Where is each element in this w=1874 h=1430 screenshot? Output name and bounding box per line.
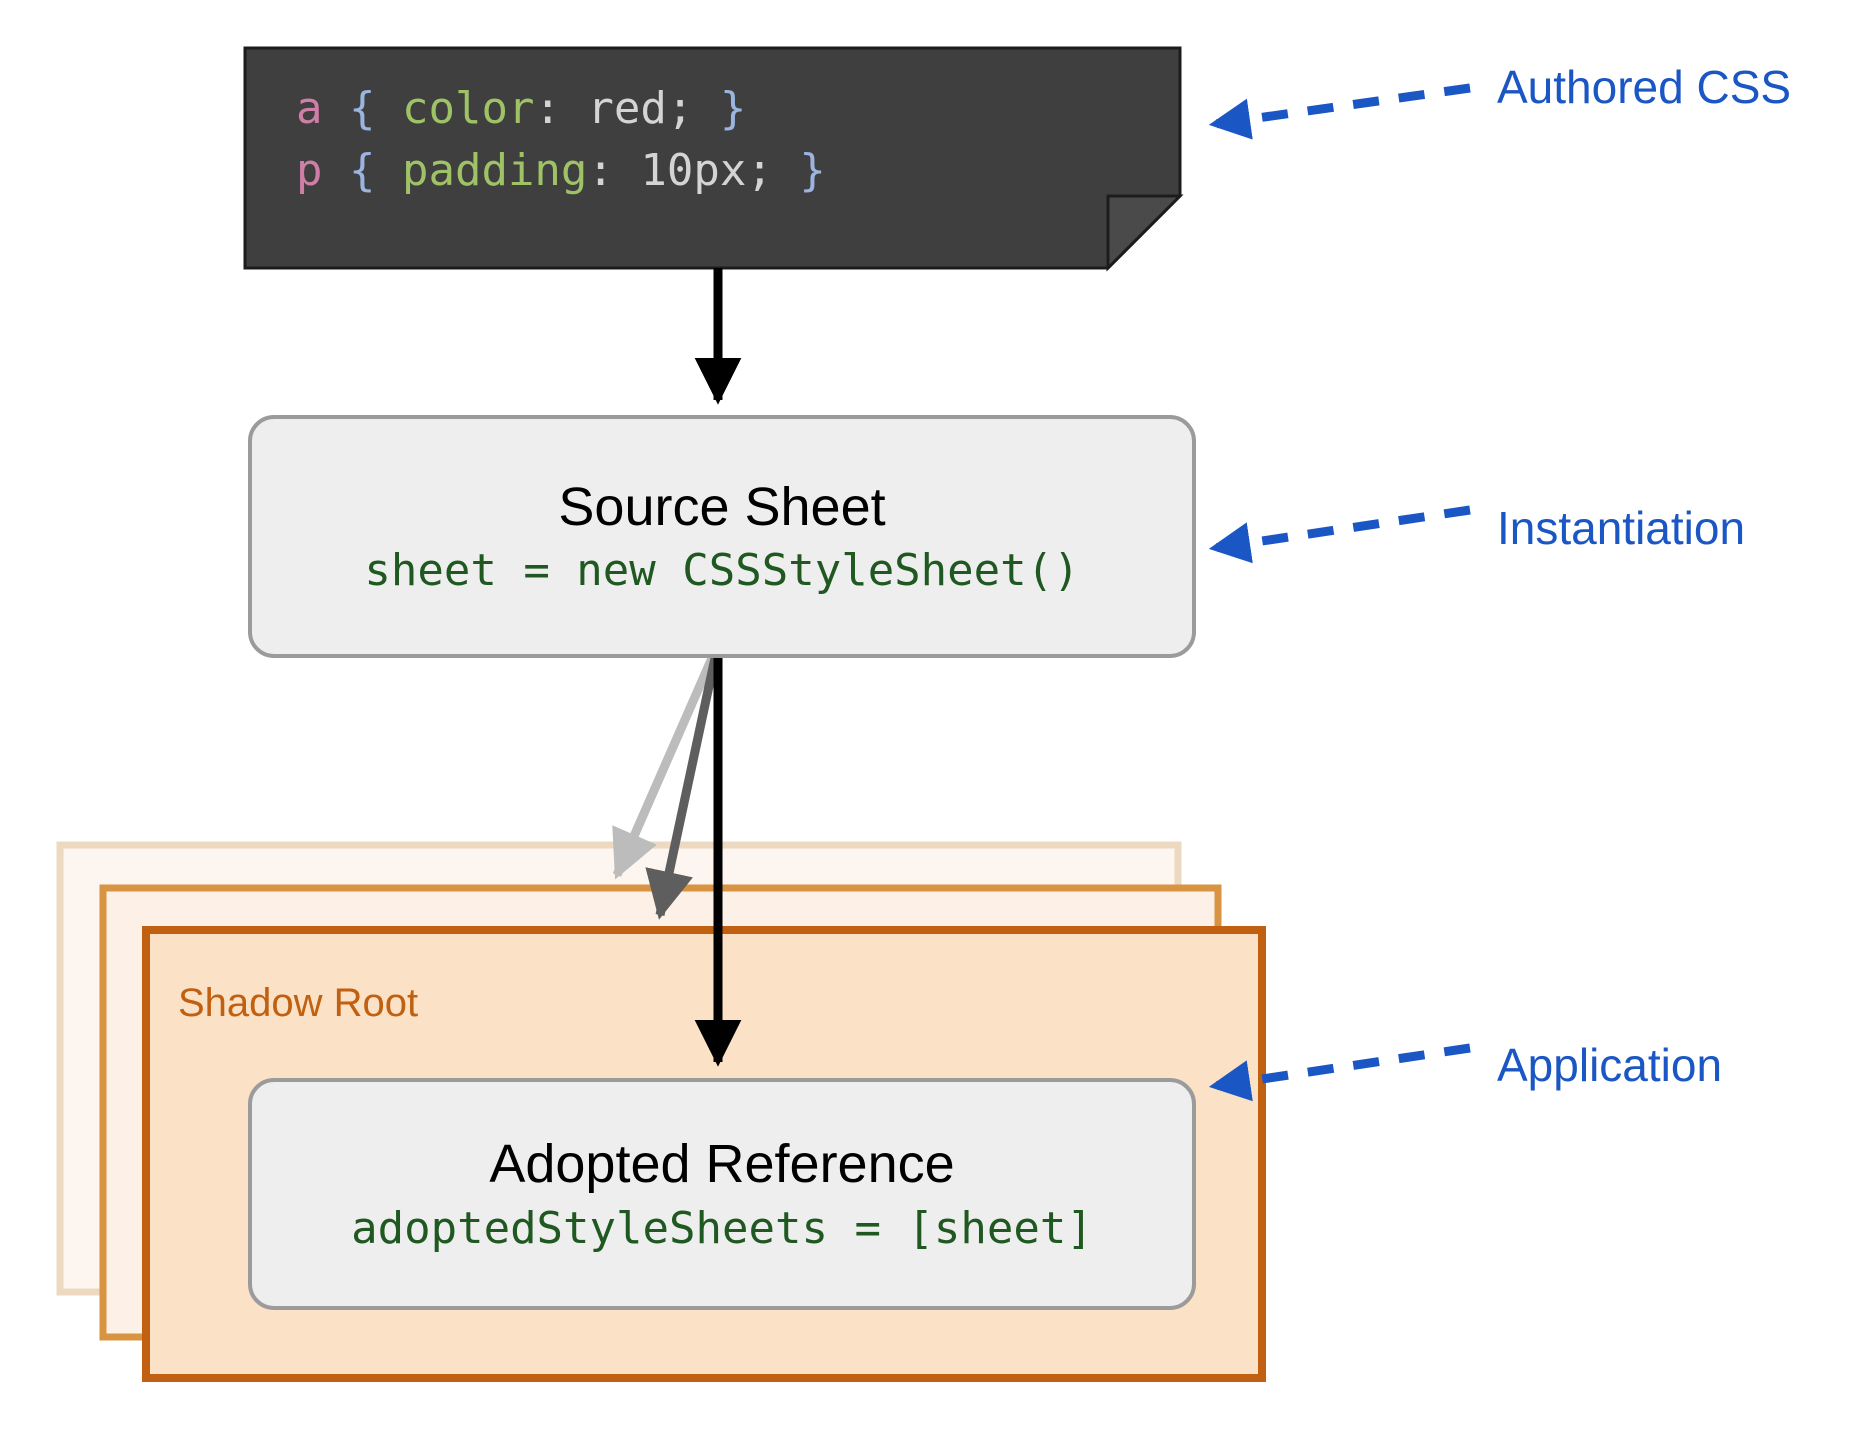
css-line-2: p { padding: 10px; } [296, 145, 826, 196]
css-selector: p [296, 145, 323, 196]
annotation-instantiation: Instantiation [1497, 502, 1746, 554]
source-sheet-node: Source Sheet sheet = new CSSStyleSheet() [248, 415, 1196, 658]
leader-instantiation [1208, 505, 1471, 564]
css-value: red; [587, 83, 694, 134]
css-close-brace: } [772, 145, 826, 196]
css-value: 10px; [640, 145, 773, 196]
annotation-authored-css: Authored CSS [1497, 61, 1792, 113]
adopted-reference-title: Adopted Reference [489, 1134, 955, 1195]
arrow-source-to-layer-back [612, 656, 717, 880]
adopted-reference-code: adoptedStyleSheets = [sheet] [351, 1202, 1093, 1254]
css-colon: : [534, 83, 588, 134]
css-open-brace: { [322, 145, 402, 196]
css-line-1: a { color: red; } [296, 83, 746, 134]
shadow-root-label: Shadow Root [178, 981, 419, 1025]
annotation-application: Application [1497, 1039, 1723, 1091]
css-open-brace: { [322, 83, 402, 134]
css-colon: : [587, 145, 641, 196]
authored-css-code-block [243, 46, 1184, 272]
flow-arrows [612, 268, 742, 1067]
adopted-reference-node: Adopted Reference adoptedStyleSheets = [… [248, 1078, 1196, 1310]
css-close-brace: } [693, 83, 747, 134]
source-sheet-code: sheet = new CSSStyleSheet() [364, 545, 1080, 596]
leader-authored-css [1208, 83, 1471, 140]
css-selector: a [296, 83, 323, 134]
source-sheet-title: Source Sheet [558, 476, 886, 537]
arrow-source-to-layer-middle [645, 657, 720, 920]
authored-css-code-text: a { color: red; } p { padding: 10px; } [296, 78, 826, 202]
css-property: color [401, 83, 535, 134]
css-property: padding [401, 145, 588, 196]
